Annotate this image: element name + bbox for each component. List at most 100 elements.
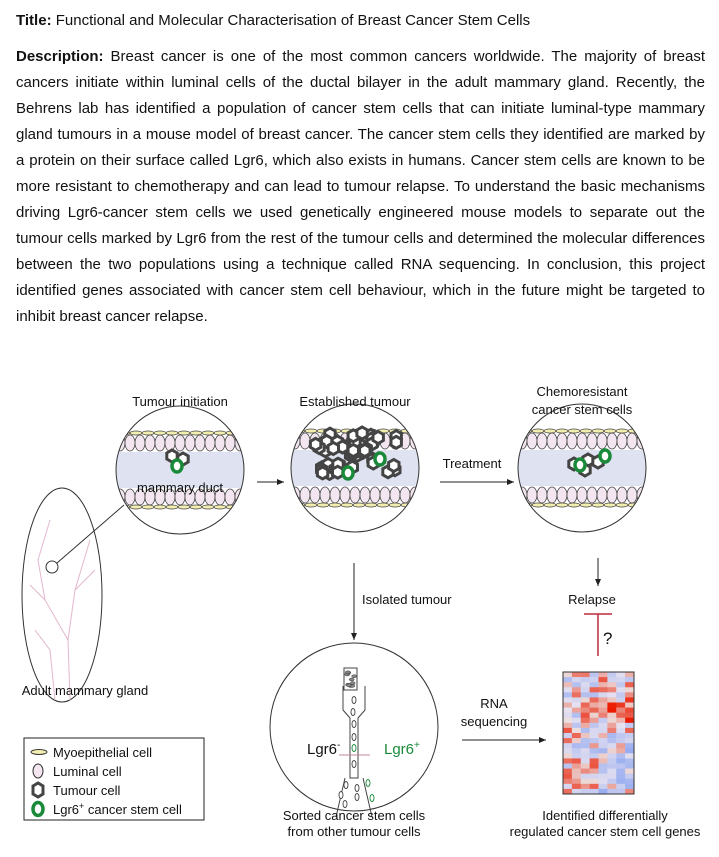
duct-chemoresistant (518, 428, 646, 508)
heatmap-cell (571, 788, 582, 795)
heatmap-cell (625, 768, 635, 774)
heatmap-cell (607, 682, 617, 688)
heatmap-cell (625, 707, 635, 713)
heatmap-cell (563, 773, 573, 780)
heatmap-cell (616, 758, 626, 764)
heatmap-cell (616, 778, 626, 785)
heatmap-cell (616, 768, 626, 774)
heatmap-cell (580, 763, 590, 769)
title-text: Functional and Molecular Characterisatio… (55, 12, 531, 29)
heatmap-cell (625, 783, 635, 790)
tumour-cell-icon (31, 781, 45, 799)
heatmap-cell (563, 783, 573, 790)
heatmap-cell (598, 773, 608, 780)
heatmap-cell (598, 753, 608, 759)
gland-label: Adult mammary gland (22, 683, 148, 698)
heatmap-cell (589, 717, 599, 724)
sorted-caption-2: from other tumour cells (288, 824, 421, 839)
heatmap-cell (571, 707, 582, 713)
heatmap-cell (598, 788, 608, 795)
legend-box (23, 737, 205, 821)
heatmap-cell (607, 763, 617, 769)
heatmap-cell (563, 687, 573, 693)
heatmap-cell (571, 748, 582, 754)
stage-established-label: Established tumour (299, 394, 411, 409)
heatmap-cell (563, 717, 573, 724)
heatmap-cell (598, 748, 608, 754)
mammary-gland-outline (21, 487, 103, 703)
heatmap-cell (598, 722, 608, 729)
heatmap-cell (616, 712, 626, 719)
heatmap-cell (616, 677, 626, 683)
treatment-label: Treatment (443, 456, 502, 471)
heatmap-cell (580, 768, 590, 774)
heatmap-cell (589, 692, 599, 698)
heatmap-cell (625, 748, 635, 754)
heatmap-cell (625, 758, 635, 764)
heatmap-cell (580, 702, 590, 708)
legend-luminal: Luminal cell (53, 764, 122, 779)
heatmap-cell (607, 748, 617, 754)
heatmap-cell (607, 697, 617, 703)
heatmap-cell (563, 727, 573, 734)
heatmap-cell (616, 692, 626, 698)
heatmap-cell (563, 788, 573, 795)
heatmap-cell (625, 753, 635, 759)
identified-caption-1: Identified differentially (542, 808, 668, 823)
heatmap-cell (616, 773, 626, 780)
heatmap-cell (589, 783, 599, 790)
heatmap-cell (571, 763, 582, 769)
heatmap-cell (625, 692, 635, 698)
heatmap-cell (571, 712, 582, 719)
heatmap-cell (589, 682, 599, 688)
gene-expression-heatmap (563, 672, 635, 795)
heatmap-cell (625, 702, 635, 708)
heatmap-cell (598, 682, 608, 688)
heatmap-cell (589, 672, 599, 678)
document-title: Title: Functional and Molecular Characte… (16, 10, 705, 32)
heatmap-cell (563, 758, 573, 764)
heatmap-cell (598, 778, 608, 785)
heatmap-cell (589, 712, 599, 719)
heatmap-cell (571, 743, 582, 749)
heatmap-cell (571, 677, 582, 683)
heatmap-cell (580, 717, 590, 724)
heatmap-cell (563, 707, 573, 713)
heatmap-cell (625, 733, 635, 739)
heatmap-cell (589, 727, 599, 734)
heatmap-cell (625, 738, 635, 744)
heatmap-cell (571, 687, 582, 693)
heatmap-cell (589, 707, 599, 713)
heatmap-cell (616, 687, 626, 693)
heatmap-cell (625, 743, 635, 749)
heatmap-cell (598, 687, 608, 693)
heatmap-cell (580, 738, 590, 744)
heatmap-cell (607, 733, 617, 739)
heatmap-cell (589, 687, 599, 693)
heatmap-cell (616, 717, 626, 724)
heatmap-cell (580, 753, 590, 759)
heatmap-cell (589, 722, 599, 729)
heatmap-cell (571, 773, 582, 780)
heatmap-cell (580, 773, 590, 780)
identified-caption-2: regulated cancer stem cell genes (510, 824, 701, 839)
heatmap-cell (598, 697, 608, 703)
heatmap-cell (598, 672, 608, 678)
heatmap-cell (563, 712, 573, 719)
heatmap-cell (571, 727, 582, 734)
heatmap-cell (598, 717, 608, 724)
legend-myoepithelial: Myoepithelial cell (53, 745, 152, 760)
heatmap-cell (580, 712, 590, 719)
heatmap-cell (607, 672, 617, 678)
heatmap-cell (571, 682, 582, 688)
heatmap-cell (607, 722, 617, 729)
heatmap-cell (571, 753, 582, 759)
heatmap-cell (625, 712, 635, 719)
heatmap-cell (589, 677, 599, 683)
heatmap-cell (616, 682, 626, 688)
duct-established-tumour (291, 425, 419, 508)
question-mark: ? (603, 629, 612, 648)
heatmap-cell (571, 717, 582, 724)
heatmap-cell (625, 763, 635, 769)
